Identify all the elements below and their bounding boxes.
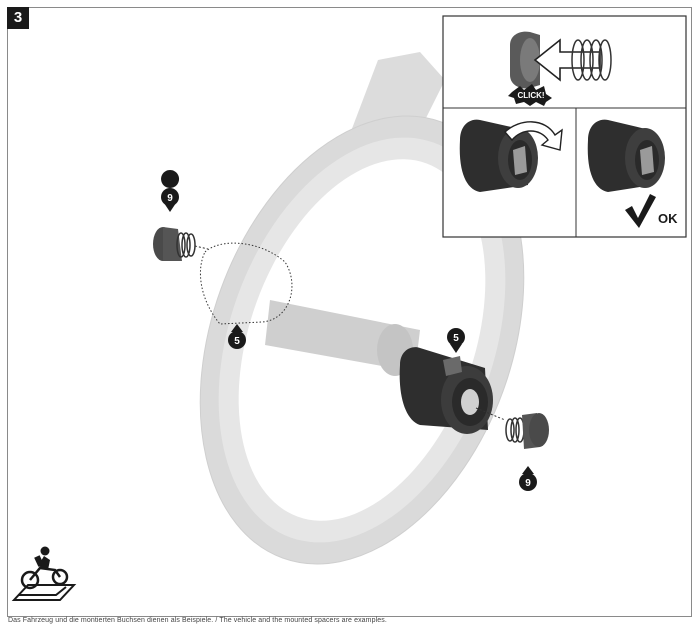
hub-spacer-illustration [399, 347, 506, 434]
marker-nut-right: 9 [519, 466, 537, 491]
marker-nut-left: 9 [161, 170, 180, 212]
inset-click-panel: CLICK! [508, 31, 612, 106]
inset-rotate-panel [459, 119, 563, 192]
footnote-text: Das Fahrzeug und die montierten Buchsen … [8, 617, 387, 624]
marker-label-nut-right: 9 [525, 478, 531, 489]
ok-label: OK [658, 211, 678, 226]
marker-hub-right: 5 [447, 328, 465, 353]
right-nut-illustration [505, 413, 549, 449]
spring-icon [571, 39, 612, 81]
detail-inset: CLICK! OK [442, 15, 687, 238]
marker-label-nut-left: 9 [167, 193, 173, 204]
left-nut-illustration [153, 227, 209, 261]
marker-label-hub-right: 5 [453, 333, 459, 344]
step-number-badge: 3 [7, 7, 29, 29]
checkmark-icon [625, 194, 656, 228]
marker-wheel-left: 5 [228, 324, 246, 349]
diagram-frame [7, 7, 692, 617]
marker-label-wheel-left: 5 [234, 336, 240, 347]
motorcycle-rider-icon [11, 546, 77, 601]
rotate-arrow-icon [504, 121, 563, 151]
inset-ok-panel: OK [587, 119, 678, 228]
hidden-spacer-outline [199, 242, 293, 325]
click-label: CLICK! [517, 91, 544, 100]
